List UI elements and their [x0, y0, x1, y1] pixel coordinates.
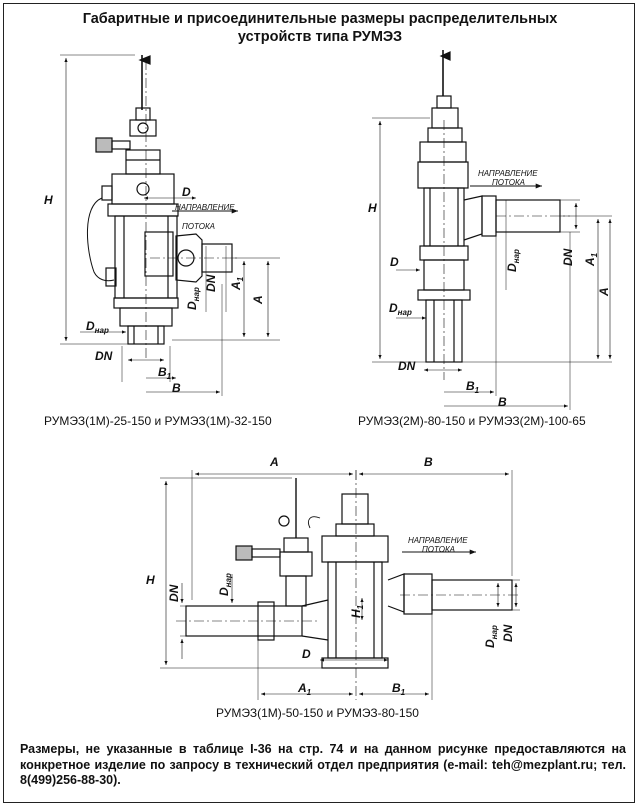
fig2-label-B1: B1 — [466, 379, 480, 395]
fig1-label-Dnar-vert: Dнар — [185, 287, 201, 310]
fig3-label-D: D — [302, 647, 311, 661]
fig1-label-B: B — [172, 381, 181, 395]
figure-3-drawing — [160, 470, 520, 700]
fig2-flow-line2: ПОТОКА — [492, 178, 525, 187]
fig3-label-B: B — [424, 455, 433, 469]
footnote: Размеры, не указанные в таблице I-36 на … — [20, 742, 626, 787]
fig2-label-DN-vert: DN — [561, 248, 575, 266]
figure-1-dim-labels: H D НАПРАВЛЕНИЕ ПОТОКА DN Dнар B1 B DN D… — [44, 185, 265, 395]
fig1-flow-line1: НАПРАВЛЕНИЕ — [175, 203, 235, 212]
title-line-1: Габаритные и присоединительные размеры р… — [82, 11, 558, 27]
figure-2-drawing — [372, 50, 612, 410]
fig1-label-A1: A1 — [229, 276, 245, 291]
figure-2-dim-labels: H D Dнар НАПРАВЛЕНИЕ ПОТОКА DN B1 B Dнар… — [368, 169, 611, 409]
figure-2-caption: РУМЭЗ(2М)-80-150 и РУМЭЗ(2М)-100-65 — [358, 414, 586, 428]
fig3-label-H: H — [146, 573, 155, 587]
fig1-label-A: A — [251, 295, 265, 305]
fig3-label-A: A — [269, 455, 279, 469]
title-line-2: устройств типа РУМЭЗ — [237, 29, 403, 45]
fig1-label-Dnar: Dнар — [86, 319, 109, 335]
figure-3-caption: РУМЭЗ(1М)-50-150 и РУМЭЗ-80-150 — [216, 706, 419, 720]
fig3-label-A1: A1 — [297, 681, 312, 697]
fig1-label-DN: DN — [95, 349, 113, 363]
fig1-flow-line2: ПОТОКА — [182, 222, 215, 231]
fig2-label-H: H — [368, 201, 377, 215]
page-title: Габаритные и присоединительные размеры р… — [20, 10, 620, 46]
fig1-label-D: D — [182, 185, 191, 199]
fig3-label-Dnar-right: Dнар — [483, 625, 499, 648]
fig2-label-DN: DN — [398, 359, 416, 373]
fig3-label-DN-left: DN — [167, 584, 181, 602]
figure-1-drawing — [60, 54, 280, 396]
fig2-label-B: B — [498, 395, 507, 409]
fig2-flow-line1: НАПРАВЛЕНИЕ — [478, 169, 538, 178]
fig2-label-Dnar: Dнар — [389, 301, 412, 317]
fig1-label-H: H — [44, 193, 53, 207]
page-frame — [3, 3, 635, 803]
fig2-label-A: A — [597, 287, 611, 297]
fig3-label-B1: B1 — [392, 681, 406, 697]
fig3-label-DN-right: DN — [501, 624, 515, 642]
fig2-label-A1: A1 — [583, 252, 599, 267]
fig3-flow-line2: ПОТОКА — [422, 545, 455, 554]
fig3-flow-line1: НАПРАВЛЕНИЕ — [408, 536, 468, 545]
fig2-label-D: D — [390, 255, 399, 269]
fig1-label-B1: B1 — [158, 365, 172, 381]
fig3-label-H1: H1 — [349, 604, 365, 618]
fig2-label-Dnar-vert: Dнар — [505, 249, 521, 272]
figure-3-dim-labels: A B H DN Dнар H1 D НАПРАВЛЕНИЕ ПОТОКА Dн… — [146, 455, 515, 697]
fig1-label-DN-vert: DN — [204, 274, 218, 292]
fig3-label-Dnar-left: Dнар — [217, 573, 233, 596]
figure-1-caption: РУМЭЗ(1М)-25-150 и РУМЭЗ(1М)-32-150 — [44, 414, 272, 428]
